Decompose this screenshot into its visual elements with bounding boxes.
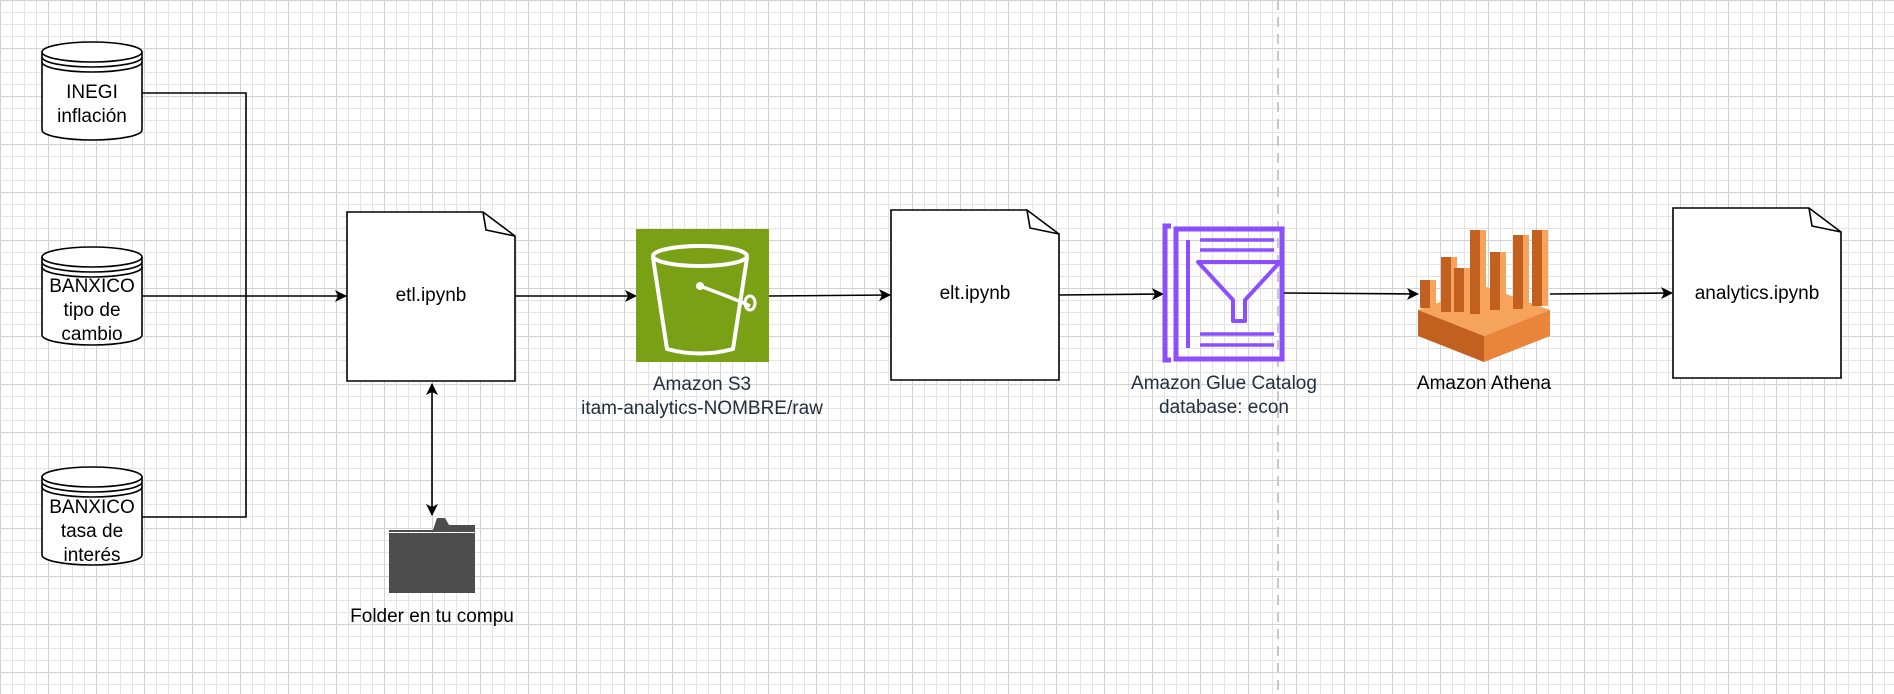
doc-etl-label: etl.ipynb (395, 285, 467, 306)
doc-elt[interactable] (890, 209, 1060, 381)
doc-analytics[interactable] (1672, 207, 1842, 379)
folder-label: Folder en tu compu (350, 606, 514, 627)
glue-catalog-icon[interactable] (1162, 223, 1285, 363)
doc-elt-fold (1026, 209, 1060, 235)
doc-analytics-label: analytics.ipynb (1694, 283, 1820, 304)
edge-inegi-etl (142, 92, 247, 296)
edge-athena-analytics (1549, 287, 1673, 300)
db-banxico-tipo-cambio[interactable] (41, 246, 143, 346)
db-banxico-tasa-interes[interactable] (41, 466, 143, 566)
s3-bucket-icon[interactable] (636, 229, 769, 362)
edge-s3-elt (768, 289, 891, 302)
athena-icon[interactable] (1418, 230, 1550, 362)
doc-etl[interactable] (346, 211, 516, 382)
db-inegi[interactable] (41, 41, 143, 141)
edge-banxico-tasa-etl (142, 296, 247, 518)
edge-glue-athena (1283, 287, 1419, 300)
doc-analytics-fold (1808, 207, 1842, 233)
edge-elt-glue (1058, 288, 1164, 301)
athena-label: Amazon Athena (1416, 373, 1552, 394)
doc-etl-fold (482, 211, 516, 237)
doc-elt-label: elt.ipynb (939, 283, 1011, 304)
folder-icon[interactable] (389, 518, 475, 593)
